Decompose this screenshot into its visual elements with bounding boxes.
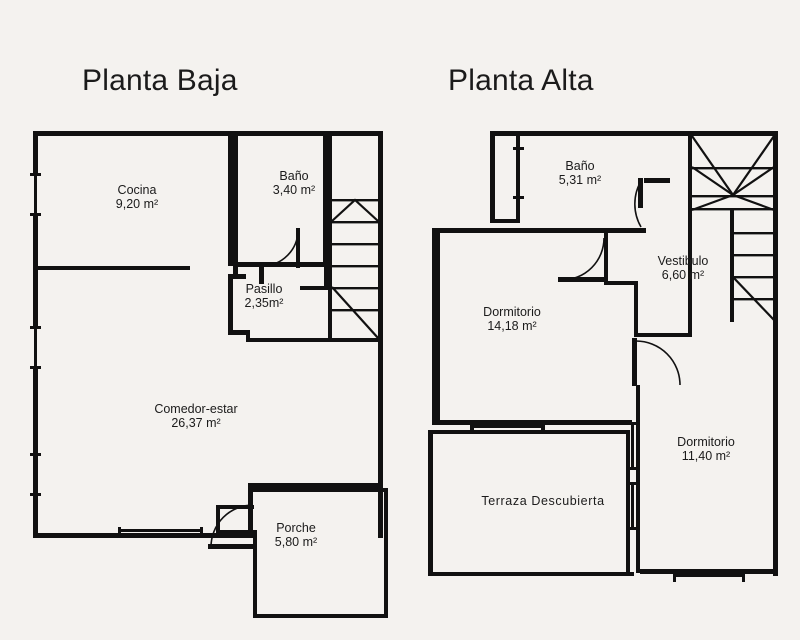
room-area-bano-baja: 3,40 m² — [272, 183, 316, 197]
room-name-cocina: Cocina — [117, 183, 157, 197]
room-area-bano-alta: 5,31 m² — [558, 173, 602, 187]
room-label-bano-planta-baja: Baño 3,40 m² — [273, 169, 315, 197]
porche-geometry — [208, 483, 388, 618]
plan-title-planta-alta: Planta Alta — [448, 64, 594, 97]
room-area-dormitorio-2: 11,40 m² — [681, 449, 731, 463]
room-name-porche: Porche — [276, 521, 316, 535]
room-name-bano-baja: Baño — [279, 169, 309, 183]
planta-baja-geometry — [30, 131, 388, 618]
room-label-bano-planta-alta: Baño 5,31 m² — [559, 159, 601, 187]
room-label-terraza-descubierta: Terraza Descubierta — [481, 494, 604, 508]
room-label-dormitorio-2: Dormitorio 11,40 m² — [677, 435, 735, 463]
room-name-comedor-estar: Comedor-estar — [154, 402, 238, 416]
room-area-dormitorio-1: 14,18 m² — [487, 319, 537, 333]
room-name-dormitorio-2: Dormitorio — [677, 435, 735, 449]
window-left-living-lower — [30, 453, 41, 496]
room-area-pasillo: 2,35m² — [244, 296, 284, 310]
room-name-vestibulo: Vestibulo — [657, 254, 709, 268]
window-left-kitchen — [30, 173, 41, 216]
room-name-terraza-descubierta: Terraza Descubierta — [481, 494, 605, 508]
window-bottom-living — [118, 527, 203, 536]
room-area-porche: 5,80 m² — [274, 535, 318, 549]
room-label-porche: Porche 5,80 m² — [275, 521, 317, 549]
room-area-vestibulo: 6,60 m² — [661, 268, 705, 282]
staircase-planta-baja — [328, 136, 379, 342]
window-left-living-upper — [30, 326, 41, 369]
window-right-stair — [379, 145, 382, 185]
room-label-cocina: Cocina 9,20 m² — [116, 183, 158, 211]
room-label-pasillo: Pasillo 2,35m² — [245, 282, 284, 310]
staircase-planta-alta — [688, 135, 775, 332]
room-name-dormitorio-1: Dormitorio — [483, 305, 541, 319]
planta-alta-geometry — [428, 131, 778, 582]
room-name-bano-alta: Baño — [565, 159, 595, 173]
room-label-dormitorio-1: Dormitorio 14,18 m² — [483, 305, 541, 333]
room-area-comedor-estar: 26,37 m² — [171, 416, 221, 430]
plan-title-planta-baja: Planta Baja — [82, 64, 238, 97]
room-label-vestibulo: Vestibulo 6,60 m² — [658, 254, 709, 282]
room-label-comedor-estar: Comedor-estar 26,37 m² — [154, 402, 237, 430]
room-name-pasillo: Pasillo — [245, 282, 283, 296]
room-area-cocina: 9,20 m² — [115, 197, 159, 211]
